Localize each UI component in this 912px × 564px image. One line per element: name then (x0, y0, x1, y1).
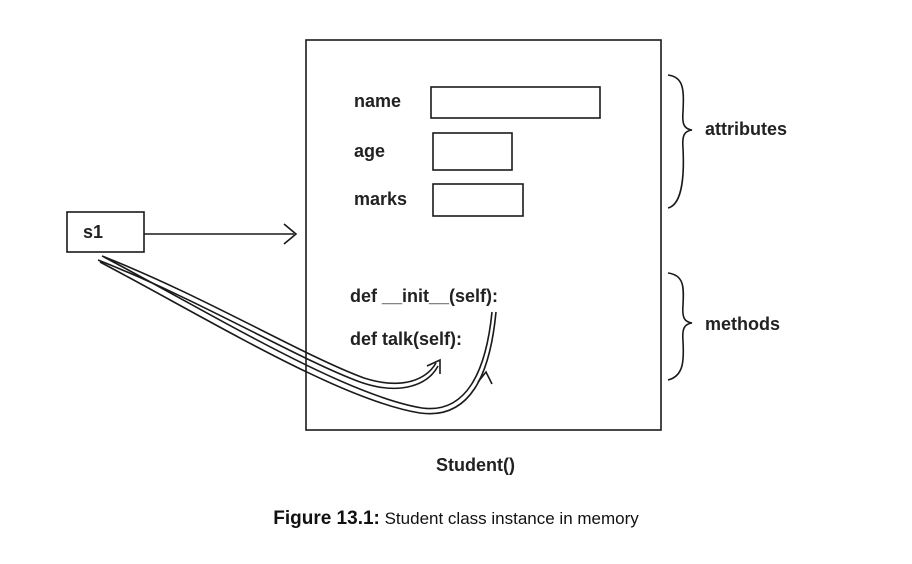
field-label-age: age (354, 141, 385, 161)
talk-link-curve-a (97, 259, 439, 390)
figure-caption: Figure 13.1: Student class instance in m… (0, 508, 912, 530)
reference-arrowhead (283, 223, 298, 245)
field-label-name: name (354, 91, 401, 111)
talk-link-curve-b (101, 255, 437, 385)
field-label-marks: marks (354, 189, 407, 209)
method-init: def __init__(self): (350, 286, 498, 306)
method-talk: def talk(self): (350, 329, 462, 349)
attributes-brace (667, 74, 693, 209)
init-link-curve-b (103, 256, 493, 410)
attributes-group-label: attributes (705, 119, 787, 139)
field-box-age (432, 132, 513, 171)
init-link-curve-a (99, 261, 497, 415)
figure-caption-text: Student class instance in memory (379, 509, 639, 528)
reference-variable-box (66, 211, 145, 253)
figure-caption-label: Figure 13.1: (273, 508, 380, 529)
init-link-arrowhead (477, 370, 493, 385)
object-label: Student() (436, 455, 515, 475)
field-box-name (430, 86, 601, 119)
talk-link-arrowhead (426, 358, 441, 374)
methods-group-label: methods (705, 314, 780, 334)
methods-brace (667, 272, 693, 381)
reference-variable-label: s1 (83, 222, 103, 242)
object-box (305, 39, 662, 431)
field-box-marks (432, 183, 524, 217)
student-instance-diagram: name age marks attributes def __init__(s… (66, 39, 787, 475)
